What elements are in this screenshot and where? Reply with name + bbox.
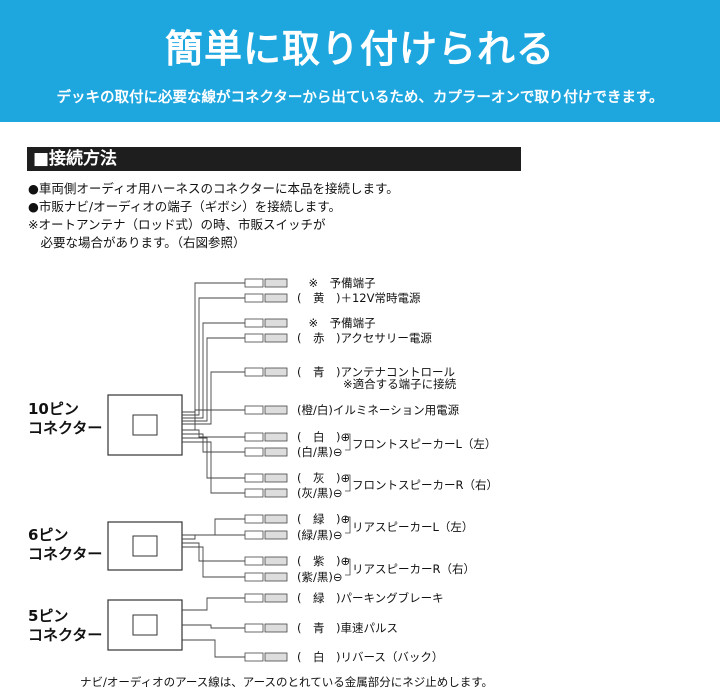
terminal-icon [244,572,264,582]
terminal-icon [244,333,264,343]
wire-label: ( 黄 )＋12V常時電源 [297,291,421,305]
wire-label: ( 白 )リバース（バック） [297,650,444,664]
connector-5pin [107,599,183,651]
wire-label: (白/黒)⊖ [297,445,343,459]
connector-10pin [107,394,183,456]
terminal-icon [244,593,264,603]
subheadline: デッキの取付に必要な線がコネクターから出ているため、カプラーオンで取り付けできま… [56,90,664,106]
terminal-icon [244,278,264,288]
wire-label: ※ 予備端子 [297,316,376,330]
terminal-icon [244,652,264,662]
terminal-icon [244,488,264,498]
bullet: ●市販ナビ/オーディオの端子（ギボシ）を接続します。 [28,199,341,214]
connector-6pin [107,521,183,571]
connector-10pin-label: 10ピンコネクター [28,400,103,437]
terminal-icon [244,367,264,377]
speaker-group-label: フロントスピーカーR（右） [352,478,498,492]
section-title: ■接続方法 [27,147,521,171]
wire-label: (緑/黒)⊖ [297,528,343,542]
speaker-group-label: リアスピーカーL（左） [352,520,474,534]
terminal-icon [244,473,264,483]
speaker-group-label: リアスピーカーR（右） [352,562,475,576]
wire-label: ( 赤 )アクセサリー電源 [297,331,432,345]
terminal-icon [244,623,264,633]
speaker-group-label: フロントスピーカーL（左） [352,437,497,451]
header-banner: 簡単に取り付けられる デッキの取付に必要な線がコネクターから出ているため、カプラ… [0,0,720,122]
wire-label: ( 緑 )パーキングブレーキ [297,591,444,605]
terminal-icon [244,318,264,328]
terminal-icon [244,432,264,442]
connector-6pin-label: 6ピンコネクター [28,526,103,563]
note: ※オートアンテナ（ロッド式）の時、市販スイッチが [28,217,326,232]
connector-5pin-label: 5ピンコネクター [28,607,103,644]
wire-label: ( 紫 )⊕ [297,554,351,568]
headline: 簡単に取り付けられる [164,27,555,71]
terminal-icon [244,447,264,457]
wire-label: ※適合する端子に接続 [297,377,457,391]
wire-label: ( 青 )アンテナコントロール [297,365,456,379]
wire-label: (橙/白)イルミネーション用電源 [297,403,460,417]
terminal-icon [244,514,264,524]
wire-label: ( 白 )⊕ [297,430,351,444]
wire-label: (紫/黒)⊖ [297,570,343,584]
footer-note: ナビ/オーディオのアース線は、アースのとれている金属部分にネジ止めします。 [80,675,494,689]
terminal-icon [244,530,264,540]
bullet: ●車両側オーディオ用ハーネスのコネクターに本品を接続します。 [28,181,399,196]
wire-label: ( 緑 )⊕ [297,512,351,526]
terminal-icon [244,293,264,303]
wire-label: ※ 予備端子 [297,276,376,290]
terminal-icon [244,556,264,566]
terminal-icon [244,405,264,415]
note: 必要な場合があります。（右図参照） [28,235,246,250]
wire-label: (灰/黒)⊖ [297,486,343,500]
wire-label: ( 青 )車速パルス [297,621,398,635]
wire-label: ( 灰 )⊕ [297,471,351,485]
